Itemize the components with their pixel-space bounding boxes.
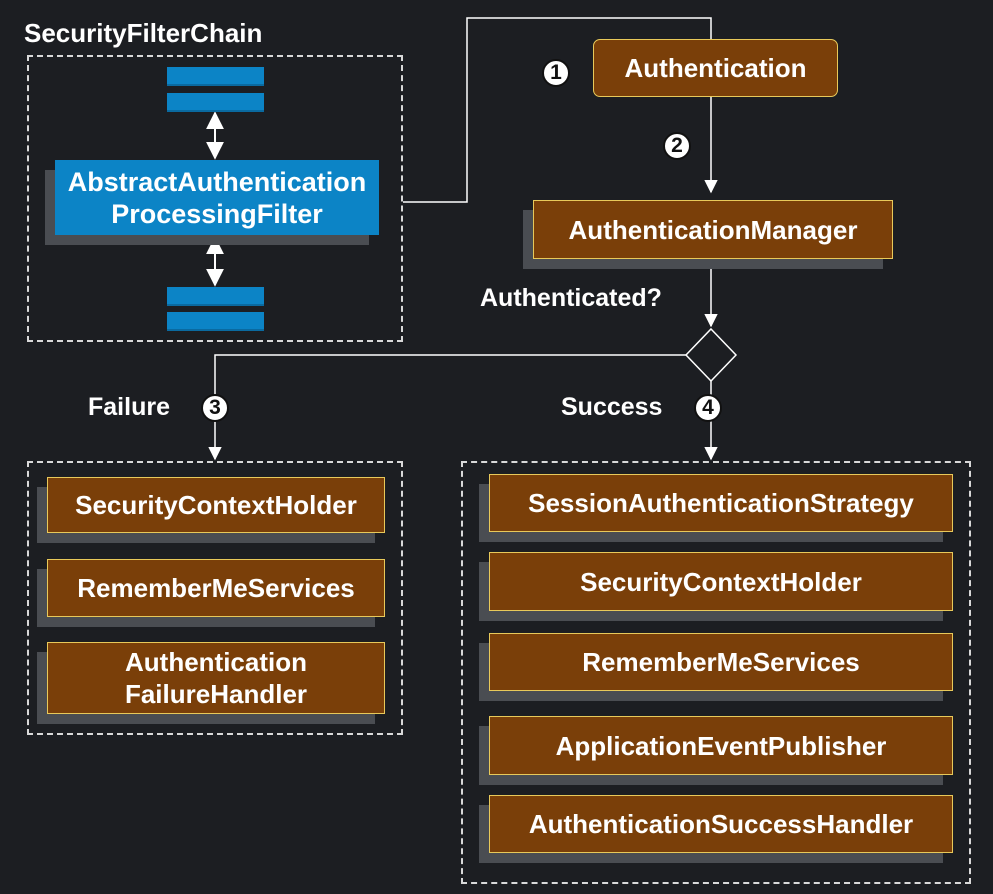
success-components-container [461, 461, 971, 884]
session-authentication-strategy: SessionAuthenticationStrategy [489, 474, 953, 532]
filter-bar-top-1 [167, 67, 264, 86]
filter-bar-top-2 [167, 93, 264, 112]
authentication-success-handler: AuthenticationSuccessHandler [489, 795, 953, 853]
filter-to-authentication-line [403, 17, 712, 203]
authenticated-question: Authenticated? [480, 284, 662, 312]
failure-security-context-holder: SecurityContextHolder [47, 477, 385, 533]
authentication-manager-box: AuthenticationManager [533, 200, 893, 259]
failure-branch-arrow [208, 354, 686, 461]
abstract-authentication-processing-filter: AbstractAuthentication ProcessingFilter [55, 160, 379, 235]
authentication-box: Authentication [593, 39, 838, 97]
filter-chain-title: SecurityFilterChain [24, 18, 263, 48]
authentication-failure-handler: Authentication FailureHandler [47, 642, 385, 714]
failure-components-container [27, 461, 403, 735]
failure-remember-me-services: RememberMeServices [47, 559, 385, 617]
success-security-context-holder: SecurityContextHolder [489, 552, 953, 611]
decision-diamond [684, 327, 738, 383]
filter-bar-bottom-2 [167, 312, 264, 331]
step-2-badge: 2 [663, 132, 691, 160]
success-label: Success [561, 393, 663, 421]
step-3-badge: 3 [201, 394, 229, 422]
filter-bar-bottom-1 [167, 287, 264, 306]
step-4-badge: 4 [694, 394, 722, 422]
failure-label: Failure [88, 393, 170, 421]
success-remember-me-services: RememberMeServices [489, 633, 953, 691]
application-event-publisher: ApplicationEventPublisher [489, 716, 953, 775]
filter-chain-container [27, 55, 403, 342]
step-1-badge: 1 [542, 59, 570, 87]
